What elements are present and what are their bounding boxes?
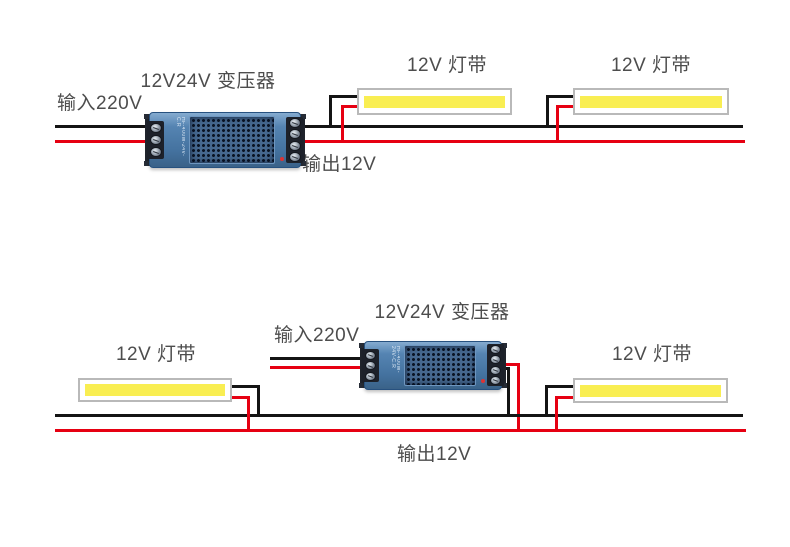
led-strip xyxy=(573,88,729,115)
top-strip2-black-branch-h xyxy=(546,95,573,98)
top-strip2-label: 12V 灯带 xyxy=(610,55,692,76)
bottom-stripL-black-branch-v xyxy=(257,385,260,417)
top-red-bus-wire xyxy=(55,140,745,143)
output-terminal-block xyxy=(487,344,504,386)
top-strip1-black-branch-h xyxy=(329,95,358,98)
terminal-screw xyxy=(288,151,301,162)
transformer: HF-400W-24V-C.R xyxy=(359,341,507,390)
bottom-input-black-wire xyxy=(270,357,362,360)
terminal-screw xyxy=(490,375,501,385)
top-strip2-black-branch-v xyxy=(546,95,549,128)
bottom-stripR-black-branch-v xyxy=(545,385,548,417)
led-strip xyxy=(357,88,512,115)
top-strip1-red-branch-v xyxy=(341,105,344,143)
bottom-black-bus-wire xyxy=(55,414,743,417)
input-terminal-block xyxy=(147,121,164,159)
terminal-screw xyxy=(149,147,162,157)
bottom-red-bus-wire xyxy=(55,429,746,432)
terminal-screw xyxy=(365,371,376,381)
terminal-screw xyxy=(149,123,162,133)
bottom-stripL-red-branch-h xyxy=(232,396,250,399)
top-transformer-title: 12V24V 变压器 xyxy=(140,71,276,92)
input-terminal-block xyxy=(362,349,379,382)
bottom-stripR-red-branch-h xyxy=(555,396,573,399)
bottom-transformer-title: 12V24V 变压器 xyxy=(374,302,510,323)
top-input-220v-label: 输入220V xyxy=(57,93,143,114)
bottom-output-black-v xyxy=(507,367,510,417)
top-strip2-red-branch-h xyxy=(556,105,573,108)
transformer-vent-mesh xyxy=(404,345,476,386)
terminal-screw xyxy=(149,135,162,145)
terminal-screw xyxy=(490,365,501,375)
bottom-strip-right-label: 12V 灯带 xyxy=(611,344,693,365)
top-strip1-black-branch-v xyxy=(329,95,332,128)
bottom-strip-left-label: 12V 灯带 xyxy=(115,344,197,365)
top-strip1-red-branch-h xyxy=(341,105,358,108)
bottom-output-red-v xyxy=(517,363,520,432)
bottom-stripL-red-branch-v xyxy=(247,396,250,432)
top-strip2-red-branch-v xyxy=(556,105,559,143)
led-strip xyxy=(573,378,728,403)
top-black-bus-wire xyxy=(55,125,743,128)
top-output-12v-label: 输出12V xyxy=(302,154,377,175)
bottom-stripR-black-branch-h xyxy=(545,385,573,388)
transformer-vent-mesh xyxy=(189,116,275,164)
terminal-screw xyxy=(288,129,301,140)
led-strip-light-bar xyxy=(580,384,721,397)
terminal-screw xyxy=(490,355,501,365)
transformer-model-text: HF-400W-24V-C.R xyxy=(175,117,185,157)
terminal-screw xyxy=(288,140,301,151)
transformer-body: HF-400W-24V-C.R xyxy=(364,341,502,390)
bottom-output-red-h xyxy=(498,363,520,366)
bottom-output-12v-label: 输出12V xyxy=(397,444,472,465)
led-strip-light-bar xyxy=(364,95,505,108)
transformer-model-text: HF-400W-24V-C.R xyxy=(390,346,400,373)
bottom-stripR-red-branch-v xyxy=(555,396,558,432)
output-terminal-block xyxy=(286,117,303,163)
top-strip1-label: 12V 灯带 xyxy=(406,55,488,76)
led-strip-light-bar xyxy=(580,95,722,108)
terminal-screw xyxy=(365,350,376,360)
indicator-dot xyxy=(280,157,284,161)
terminal-screw xyxy=(365,361,376,370)
bottom-input-220v-label: 输入220V xyxy=(274,325,360,346)
bottom-stripL-black-branch-h xyxy=(232,385,260,388)
bottom-input-red-wire xyxy=(270,366,362,369)
led-strip xyxy=(78,378,232,402)
transformer: HF-400W-24V-C.R xyxy=(144,112,306,168)
terminal-screw xyxy=(288,118,301,129)
terminal-screw xyxy=(490,345,501,355)
indicator-dot xyxy=(481,379,485,383)
transformer-body: HF-400W-24V-C.R xyxy=(149,112,301,168)
led-strip-light-bar xyxy=(85,384,225,396)
